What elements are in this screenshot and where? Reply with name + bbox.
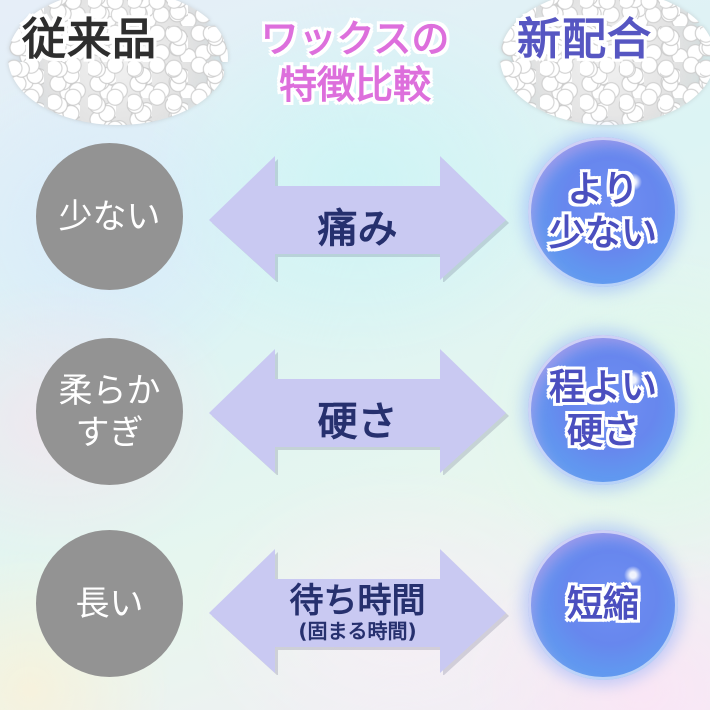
new-formula-heading: 新配合: [517, 14, 652, 65]
new-value-bubble-hardness: 程よい 硬さ: [528, 335, 678, 485]
new-value-bubble-wait-time: 短縮: [528, 530, 678, 680]
new-value-line-1: より: [567, 169, 639, 210]
double-arrow-icon: [209, 349, 509, 475]
old-value-line-2: すぎ: [75, 412, 144, 453]
feature-label: 痛み: [317, 206, 398, 252]
old-value-text: 少ない: [58, 196, 161, 237]
new-value-text: 短縮: [566, 584, 639, 625]
new-value-bubble-pain: より 少ない: [528, 137, 678, 287]
feature-arrow-hardness: 硬さ: [205, 345, 510, 475]
double-arrow-icon: [209, 156, 509, 282]
new-value-line-2: 少ない: [548, 213, 657, 254]
old-value-circle-pain: 少ない: [36, 143, 183, 290]
old-value-text: 長い: [75, 583, 144, 624]
title-line-1: ワックスの: [260, 17, 450, 61]
new-value-line-1: 程よい: [548, 367, 657, 408]
feature-label: 硬さ: [317, 399, 398, 445]
feature-arrow-pain: 痛み: [205, 152, 510, 282]
new-value-line-2: 硬さ: [566, 411, 639, 452]
feature-sublabel: (固まる時間): [298, 619, 417, 643]
conventional-product-heading: 従来品: [22, 14, 157, 65]
feature-label: 待ち時間: [289, 581, 426, 621]
old-value-line-1: 柔らか: [58, 370, 161, 411]
old-value-circle-hardness: 柔らか すぎ: [36, 338, 183, 485]
feature-arrow-wait-time: 待ち時間 (固まる時間): [205, 545, 510, 675]
wax-pellets-image-left: [8, 0, 228, 125]
title-line-2: 特徴比較: [278, 63, 431, 107]
page-title: ワックスの 特徴比較: [240, 16, 470, 108]
wax-pellets-image-right: [500, 0, 710, 125]
old-value-circle-wait-time: 長い: [36, 530, 183, 677]
double-arrow-icon: [209, 549, 509, 675]
